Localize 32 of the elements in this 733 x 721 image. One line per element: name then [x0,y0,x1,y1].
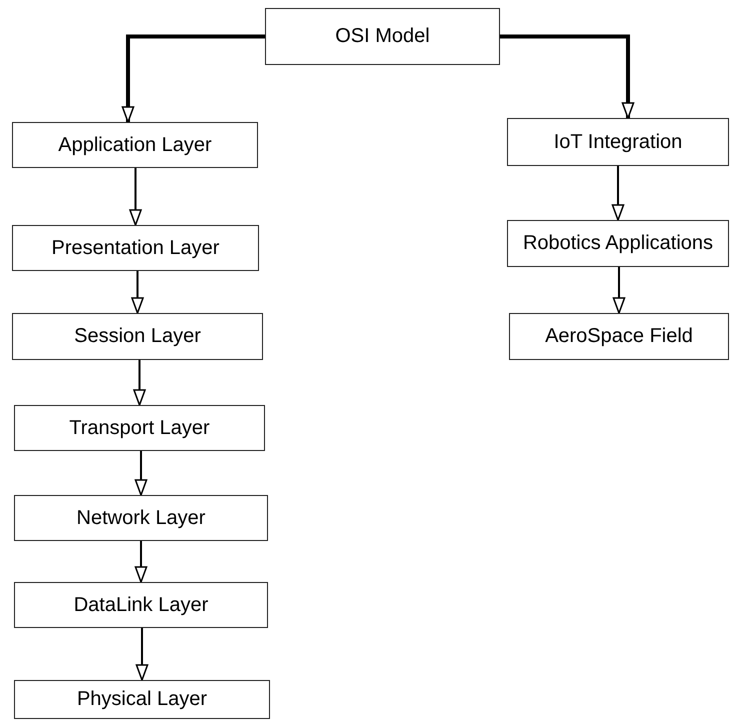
node-label: DataLink Layer [74,594,208,616]
process-box [12,122,258,168]
process-box [507,118,729,166]
process-box [14,405,265,451]
node-label: Session Layer [74,325,201,348]
process-box [12,313,263,360]
node-label: Presentation Layer [52,236,220,260]
arrow [134,451,148,496]
process-box [14,680,270,719]
node-label: OSI Model [335,25,430,48]
process-box [14,495,268,541]
arrow [129,168,142,226]
process-box [12,225,259,271]
arrow [131,271,144,314]
process-box [509,313,729,360]
process-box [507,220,729,267]
arrow [500,34,634,119]
node-label: Physical Layer [76,688,208,711]
node-label: AeroSpace Field [545,325,693,348]
process-box [14,582,268,628]
process-box [265,8,500,65]
arrow [612,267,626,314]
arrow [136,628,148,681]
node-label: Network Layer [76,506,206,530]
node-label: Application Layer [58,134,212,156]
arrow [122,34,265,123]
node-label: IoT Integration [554,130,682,154]
arrow [134,541,148,583]
arrow [133,360,146,406]
node-label: Robotics Applications [522,232,714,255]
arrow [612,166,624,221]
node-label: Transport Layer [69,416,210,440]
